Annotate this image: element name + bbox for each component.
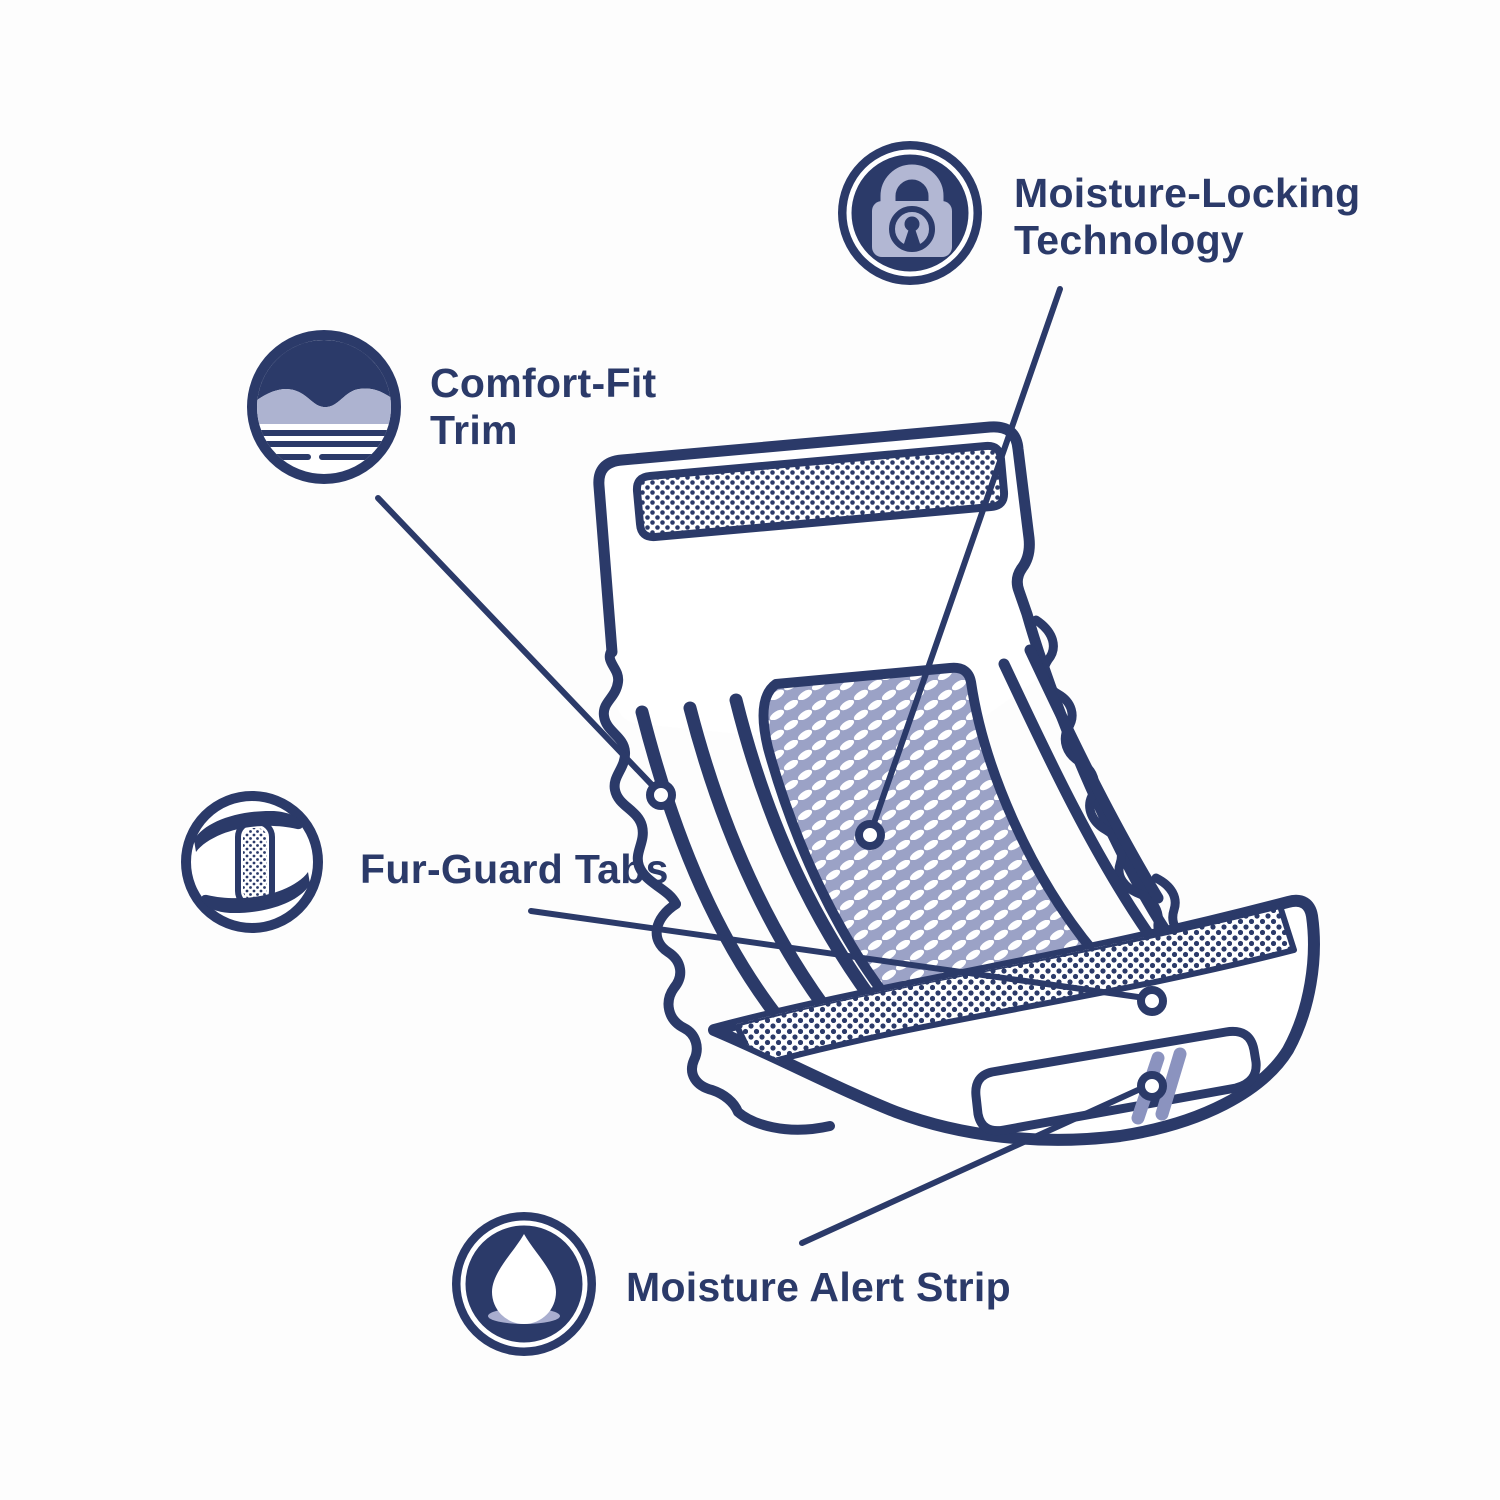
leader-line-moisture-locking bbox=[871, 286, 1063, 826]
anchor-markers bbox=[646, 780, 1167, 1101]
callout-label-fur-guard: Fur-Guard Tabs bbox=[360, 846, 669, 893]
keyhole bbox=[904, 216, 920, 232]
leader-line-moisture-alert bbox=[799, 1087, 1141, 1246]
anchor-marker-fur-guard bbox=[1137, 986, 1167, 1016]
anchor-marker-moisture-locking bbox=[855, 820, 885, 850]
callout-label-moisture-locking: Moisture-Locking Technology bbox=[1014, 170, 1360, 264]
leg-ruffle-left bbox=[651, 899, 835, 1135]
lock-shackle bbox=[880, 164, 944, 206]
adhesive-tab-icon bbox=[181, 791, 323, 933]
label-line: Moisture Alert Strip bbox=[626, 1264, 1011, 1310]
tab-swoosh-bottom bbox=[201, 872, 310, 914]
leader-line-fur-guard bbox=[528, 908, 1141, 1000]
leader-lines bbox=[375, 286, 1141, 1246]
leg-cuff-stripe-left-1 bbox=[635, 705, 807, 1051]
lock-icon bbox=[838, 141, 982, 285]
comfort-trim-left-edge bbox=[598, 645, 681, 909]
leg-cuff-stripe-right-1 bbox=[998, 658, 1156, 942]
water-drop-icon bbox=[452, 1212, 596, 1356]
keyhole-stem bbox=[903, 224, 921, 249]
leader-line-comfort-fit bbox=[375, 495, 655, 788]
trim-wave-band bbox=[257, 388, 391, 424]
tab-swoosh-top bbox=[194, 810, 303, 852]
diaper-illustration bbox=[593, 421, 1320, 1146]
label-line: Comfort-Fit bbox=[430, 360, 657, 406]
wave-trim-icon bbox=[247, 330, 401, 484]
leg-cuff-stripe-right-2 bbox=[1024, 644, 1164, 904]
anchor-marker-comfort-fit bbox=[646, 780, 676, 810]
label-line: Trim bbox=[430, 407, 518, 453]
tab-dots bbox=[243, 828, 267, 900]
back-waistband-dotted-strip bbox=[632, 441, 1009, 542]
anchor-marker-moisture-alert bbox=[1137, 1071, 1167, 1101]
label-line: Fur-Guard Tabs bbox=[360, 846, 669, 892]
label-line: Moisture-Locking bbox=[1014, 170, 1361, 216]
water-drop bbox=[492, 1234, 556, 1324]
callout-label-moisture-alert: Moisture Alert Strip bbox=[626, 1264, 1011, 1311]
callout-label-comfort-fit: Comfort-Fit Trim bbox=[430, 360, 656, 454]
label-line: Technology bbox=[1014, 217, 1245, 263]
